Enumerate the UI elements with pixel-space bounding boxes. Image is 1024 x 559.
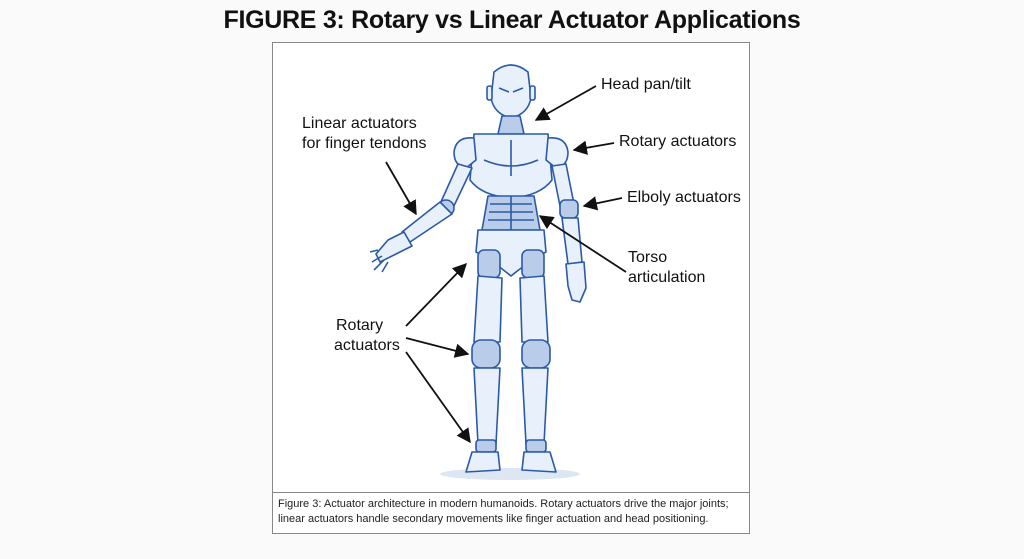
label-elbow-actuators: Elboly actuators [627,189,741,206]
hand-left [375,231,413,263]
arrow-linear-fingers [385,161,417,216]
label-linear-line2: for finger tendons [302,135,427,152]
figure-caption: Figure 3: Actuator architecture in moder… [272,492,750,534]
chest-seam [483,140,539,176]
arrow-torso [538,215,627,273]
robot-visor [498,87,524,93]
forearm-left [401,201,453,243]
label-rotary-leg-line2: actuators [334,337,400,354]
thigh-left [473,275,503,343]
ankle-joint-right [525,439,547,453]
shin-left [473,367,501,445]
fingers-left [369,249,389,273]
caption-line-1: Figure 3: Actuator architecture in moder… [278,498,729,510]
arrow-elbow [582,196,623,211]
shoulder-left [453,136,477,169]
figure-title: FIGURE 3: Rotary vs Linear Actuator Appl… [223,6,801,34]
knee-joint-left [471,339,501,369]
hand-right [565,261,587,303]
arrow-head-pan [534,85,597,121]
label-rotary-leg-line1: Rotary [336,317,384,334]
label-rotary-shoulder: Rotary actuators [619,133,737,150]
head-ear-left [486,85,493,101]
elbow-joint-right [559,199,579,219]
knee-joint-right [521,339,551,369]
ground-shadow [440,468,580,480]
label-torso-line2: articulation [628,269,706,286]
arrow-shoulder-rotary [572,140,615,155]
thigh-right [519,275,549,343]
arrow-rotary-hip [405,262,468,327]
label-head-pan-tilt: Head pan/tilt [601,76,691,93]
ankle-joint-left [475,439,497,453]
robot-head [490,64,532,119]
label-torso-line1: Torso [628,249,668,266]
hip-joint-left [477,249,501,279]
arrow-rotary-ankle [405,351,471,444]
robot-figure [369,64,587,473]
shin-right [521,367,549,445]
abdomen-ribs [488,196,534,230]
callout-arrows [385,85,627,444]
arrow-rotary-knee [405,337,470,358]
foot-left [465,451,501,473]
caption-line-2: linear actuators handle secondary moveme… [278,513,709,525]
label-linear-line1: Linear actuators [302,115,417,132]
robot-neck [497,115,525,135]
hip-joint-right [521,249,545,279]
foot-right [521,451,557,473]
head-ear-right [529,85,536,101]
